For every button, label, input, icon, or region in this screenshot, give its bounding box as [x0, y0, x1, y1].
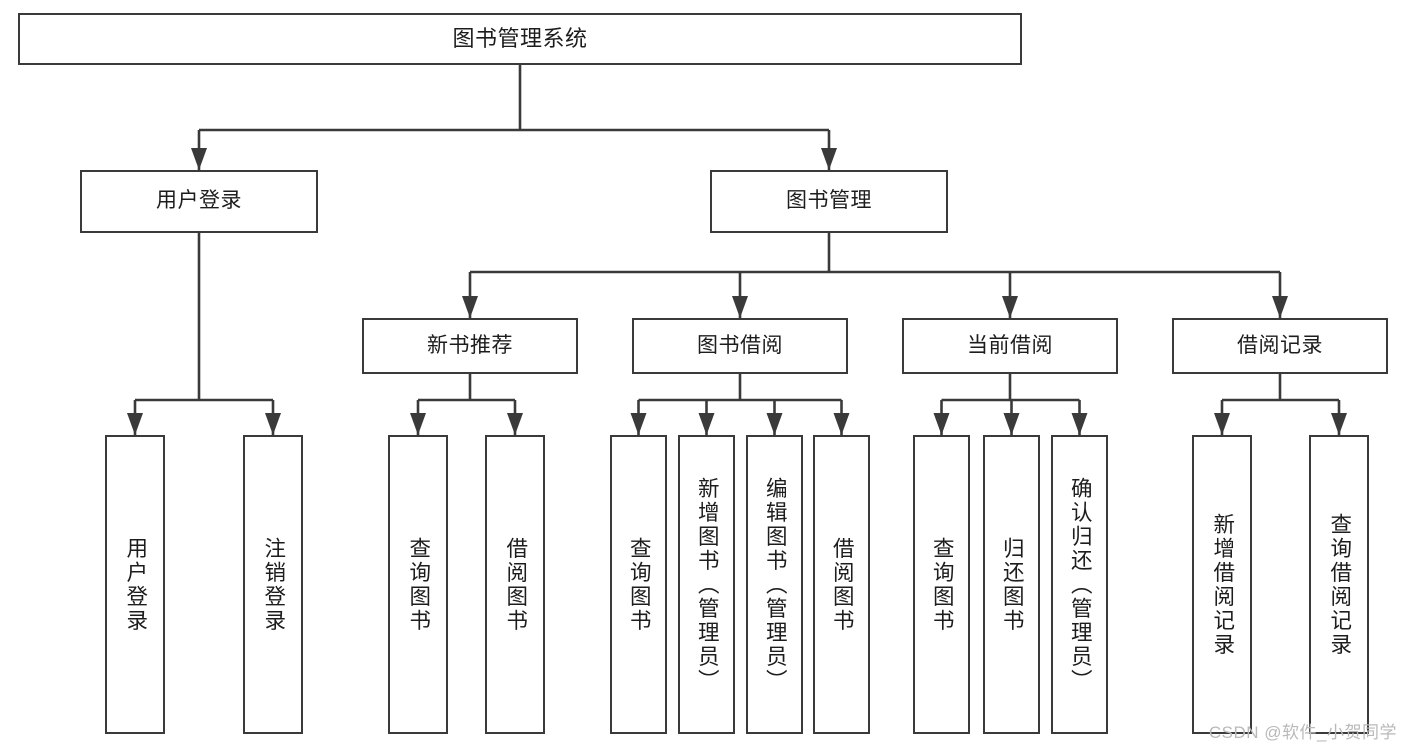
node-label: 新书推荐 [427, 333, 513, 357]
node-leaf-borrow-book-2[interactable]: 借阅图书 [813, 435, 870, 734]
node-label: 编辑图书（管理员） [763, 476, 788, 693]
node-label: 新增图书（管理员） [695, 476, 720, 693]
node-user-login[interactable]: 用户登录 [80, 170, 318, 233]
arrowhead-icon [1214, 413, 1230, 435]
arrowhead-icon [127, 413, 143, 435]
node-leaf-user-logout[interactable]: 注销登录 [243, 435, 303, 734]
arrowhead-icon [507, 413, 523, 435]
node-leaf-add-borrow-record[interactable]: 新增借阅记录 [1192, 435, 1252, 734]
node-label: 用户登录 [156, 189, 242, 213]
watermark-label: CSDN @软件_小贺同学 [1208, 723, 1397, 742]
node-leaf-user-login[interactable]: 用户登录 [105, 435, 165, 734]
node-leaf-query-book-2[interactable]: 查询图书 [610, 435, 667, 734]
node-label: 确认归还（管理员） [1068, 476, 1093, 693]
node-label: 图书管理系统 [452, 26, 588, 52]
node-leaf-add-book[interactable]: 新增图书（管理员） [678, 435, 735, 734]
node-book-manage[interactable]: 图书管理 [710, 170, 948, 233]
arrowhead-icon [1003, 413, 1020, 435]
node-borrow-record[interactable]: 借阅记录 [1172, 318, 1388, 374]
arrowhead-icon [821, 148, 837, 170]
node-leaf-edit-book[interactable]: 编辑图书（管理员） [746, 435, 803, 734]
node-root[interactable]: 图书管理系统 [18, 13, 1022, 65]
node-new-book-recommend[interactable]: 新书推荐 [362, 318, 578, 374]
node-label: 借阅图书 [503, 536, 528, 633]
node-label: 查询借阅记录 [1327, 512, 1352, 657]
node-leaf-confirm-return[interactable]: 确认归还（管理员） [1051, 435, 1108, 734]
arrowhead-icon [630, 413, 647, 435]
node-label: 查询图书 [627, 536, 652, 633]
arrowhead-icon [1002, 296, 1018, 318]
node-label: 查询图书 [406, 536, 431, 633]
node-label: 图书借阅 [697, 333, 783, 357]
node-leaf-query-book-3[interactable]: 查询图书 [913, 435, 970, 734]
arrowhead-icon [1331, 413, 1347, 435]
arrowhead-icon [265, 413, 281, 435]
arrowhead-icon [191, 148, 207, 170]
node-leaf-borrow-book-1[interactable]: 借阅图书 [485, 435, 545, 734]
arrowhead-icon [766, 413, 783, 435]
arrowhead-icon [933, 413, 950, 435]
node-label: 归还图书 [1000, 536, 1025, 633]
node-label: 新增借阅记录 [1210, 512, 1235, 657]
node-leaf-query-borrow-record[interactable]: 查询借阅记录 [1309, 435, 1369, 734]
node-leaf-return-book[interactable]: 归还图书 [983, 435, 1040, 734]
arrowhead-icon [833, 413, 850, 435]
arrowhead-icon [462, 296, 478, 318]
node-current-borrow[interactable]: 当前借阅 [902, 318, 1118, 374]
node-label: 借阅记录 [1237, 333, 1323, 357]
node-book-borrow[interactable]: 图书借阅 [632, 318, 848, 374]
arrowhead-icon [1071, 413, 1088, 435]
node-label: 图书管理 [786, 189, 872, 213]
node-label: 当前借阅 [967, 333, 1053, 357]
arrowhead-icon [410, 413, 426, 435]
arrowhead-icon [732, 296, 748, 318]
node-leaf-query-book-1[interactable]: 查询图书 [388, 435, 448, 734]
node-label: 借阅图书 [830, 536, 855, 633]
node-label: 用户登录 [123, 536, 148, 633]
arrowhead-icon [1272, 296, 1288, 318]
node-label: 注销登录 [261, 536, 286, 633]
node-label: 查询图书 [930, 536, 955, 633]
arrowhead-icon [698, 413, 715, 435]
